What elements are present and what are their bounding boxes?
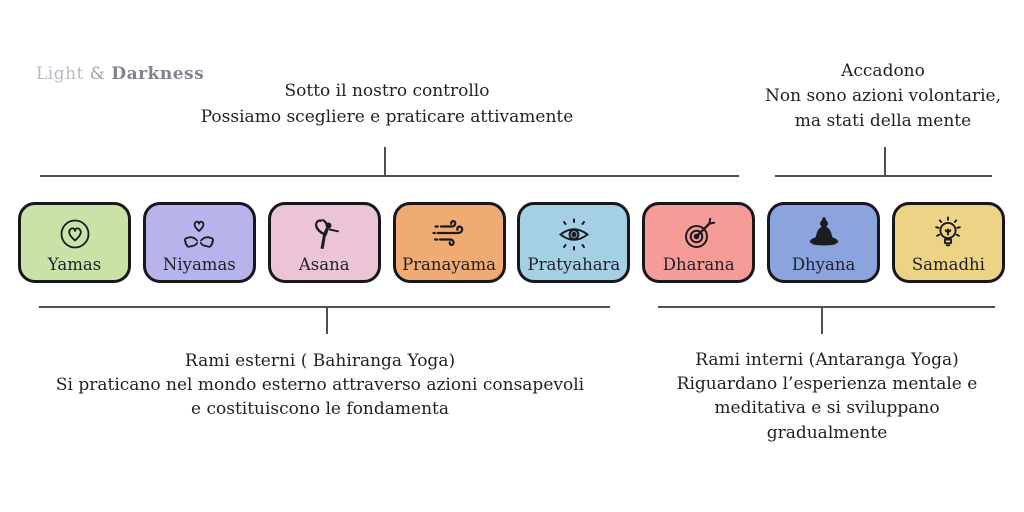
annotation-line: e costituiscono le fondamenta	[191, 399, 449, 420]
annotation-line: Rami interni (Antaranga Yoga)	[695, 350, 959, 370]
heart-circle-icon	[55, 214, 95, 254]
annotation-line: Possiamo scegliere e praticare attivamen…	[200, 106, 574, 127]
brand-logo: Light & Darkness	[36, 64, 204, 84]
annotation-line: gradualmente	[766, 422, 888, 443]
meditation-icon	[804, 214, 844, 254]
annotation-line: Si praticano nel mondo esterno attravers…	[55, 375, 585, 396]
bracket-top-right-line	[775, 175, 992, 177]
wind-breath-icon	[429, 214, 469, 254]
bracket-top-left-tick	[384, 147, 386, 176]
logo-light-text: Light	[36, 64, 84, 84]
limb-card-label: Pratyahara	[527, 255, 621, 274]
limb-card-label: Samadhi	[911, 255, 985, 274]
limb-card-label: Niyamas	[162, 255, 236, 274]
limb-card-pranayama: Pranayama	[392, 202, 506, 283]
limb-card-pratyahara: Pratyahara	[517, 202, 631, 283]
limb-card-label: Asana	[298, 255, 350, 274]
annotation-line: Non sono azioni volontarie,	[764, 86, 1002, 106]
limb-card-label: Yamas	[47, 255, 102, 274]
hands-heart-icon	[179, 214, 219, 254]
bracket-top-right-tick	[884, 147, 886, 176]
annotation-external-limbs: Rami esterni ( Bahiranga Yoga) Si pratica…	[40, 349, 600, 422]
dancer-pose-icon	[304, 214, 344, 254]
logo-darkness-text: Darkness	[111, 64, 205, 84]
bracket-bottom-left-tick	[326, 308, 328, 334]
limb-card-label: Dharana	[662, 255, 735, 274]
bracket-top-left-line	[40, 175, 739, 177]
bracket-bottom-left-line	[39, 306, 610, 308]
target-dart-icon	[679, 214, 719, 254]
eye-icon	[554, 214, 594, 254]
annotation-line: meditativa e si sviluppano	[714, 398, 940, 419]
annotation-line: Rami esterni ( Bahiranga Yoga)	[184, 351, 456, 371]
limb-card-yamas: Yamas	[18, 202, 131, 283]
limb-card-dharana: Dharana	[642, 202, 756, 283]
annotation-line: Sotto il nostro controllo	[284, 81, 490, 101]
bracket-bottom-right-tick	[821, 308, 823, 334]
logo-ampersand: &	[83, 64, 112, 84]
annotation-internal-limbs: Rami interni (Antaranga Yoga) Riguardano …	[647, 348, 1007, 445]
annotation-line: Riguardano l’esperienza mentale e	[676, 374, 978, 395]
limb-card-samadhi: Samadhi	[891, 202, 1005, 283]
limb-card-label: Dhyana	[791, 255, 856, 274]
limb-card-niyamas: Niyamas	[142, 202, 256, 283]
annotation-line: ma stati della mente	[794, 111, 972, 131]
limb-card-asana: Asana	[267, 202, 381, 283]
limb-card-dhyana: Dhyana	[767, 202, 881, 283]
limb-card-label: Pranayama	[402, 255, 496, 274]
lightbulb-icon	[928, 214, 968, 254]
limb-cards-row: Yamas Niyamas Asana Pranayama Pratyahara…	[18, 202, 1005, 283]
annotation-line: Accadono	[841, 61, 925, 81]
bracket-bottom-right-line	[658, 306, 995, 308]
